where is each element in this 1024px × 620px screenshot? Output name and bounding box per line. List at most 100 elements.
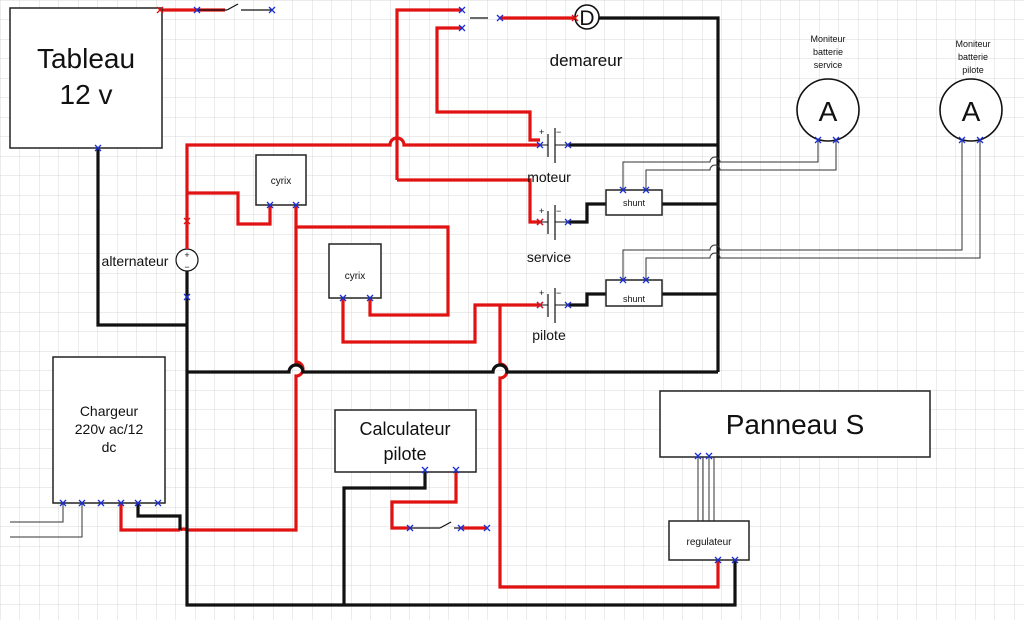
cyrix-1: cyrix (255, 154, 307, 206)
connector-marker (183, 217, 191, 225)
svg-text:pilote: pilote (962, 65, 984, 75)
connector-marker (154, 499, 162, 507)
connector-marker (731, 556, 739, 564)
connector-marker (457, 524, 465, 532)
pilot-switch (410, 521, 461, 529)
starter-motor-icon (574, 4, 600, 30)
connector-marker (496, 14, 504, 22)
connector-markers (59, 6, 984, 564)
calculateur-line-1: Calculateur (359, 419, 450, 439)
cyrix-1-label: cyrix (271, 176, 292, 187)
chargeur: Chargeur 220v ac/12 dc (52, 356, 166, 504)
cyrix-2: cyrix (328, 243, 382, 299)
tableau-12v: Tableau 12 v (9, 7, 163, 149)
connector-marker (452, 466, 460, 474)
moteur-label: moteur (527, 169, 571, 185)
svg-text:Moniteur: Moniteur (955, 39, 990, 49)
svg-text:+: + (184, 250, 189, 260)
connector-marker (266, 201, 274, 209)
connector-marker (642, 276, 650, 284)
ammeter-icon (939, 78, 1003, 142)
connector-marker (814, 136, 822, 144)
svg-text:+: + (539, 288, 544, 298)
connector-marker (564, 301, 572, 309)
connector-marker (97, 499, 105, 507)
connector-marker (366, 294, 374, 302)
connector-marker (571, 14, 579, 22)
connector-marker (183, 293, 191, 301)
connector-marker (619, 186, 627, 194)
svg-text:batterie: batterie (958, 52, 988, 62)
connector-marker (705, 452, 713, 460)
panneau-label: Panneau S (726, 409, 865, 440)
connector-marker (619, 276, 627, 284)
shunt-service-label: shunt (623, 198, 646, 208)
shunt-pilote-label: shunt (623, 294, 646, 304)
connector-marker (193, 6, 201, 14)
connector-marker (421, 466, 429, 474)
svg-text:A: A (819, 96, 838, 127)
signal-wires (10, 140, 981, 538)
battery-moteur: + − moteur (527, 127, 571, 185)
connector-marker (832, 136, 840, 144)
demarreur: D demareur (550, 4, 623, 70)
moniteur-service: Moniteur batterie service A (796, 34, 860, 142)
regulateur: regulateur (668, 520, 750, 561)
shunt-pilote: shunt (605, 279, 663, 307)
main-switch (197, 3, 272, 11)
connector-marker (536, 218, 544, 226)
battery-service: + − service (527, 205, 572, 265)
shunt-service: shunt (605, 189, 663, 216)
connector-marker (156, 6, 164, 14)
connector-marker (536, 301, 544, 309)
svg-text:service: service (814, 60, 843, 70)
positive-wires (119, 8, 720, 589)
connector-marker (483, 524, 491, 532)
connector-marker (714, 556, 722, 564)
pilote-label: pilote (532, 327, 566, 343)
connector-marker (564, 218, 572, 226)
svg-text:A: A (962, 96, 981, 127)
demarreur-label: demareur (550, 51, 623, 70)
connector-marker (458, 24, 466, 32)
connector-marker (642, 186, 650, 194)
svg-text:D: D (579, 7, 594, 30)
chargeur-line-2: 220v ac/12 (75, 421, 144, 437)
connector-marker (268, 6, 276, 14)
chargeur-line-1: Chargeur (80, 403, 139, 419)
connector-marker (564, 141, 572, 149)
connector-marker (694, 452, 702, 460)
chargeur-line-3: dc (102, 439, 117, 455)
regulateur-label: regulateur (686, 537, 732, 548)
calculateur-line-2: pilote (383, 444, 426, 464)
svg-text:−: − (556, 288, 561, 298)
connector-marker (339, 294, 347, 302)
service-label: service (527, 249, 572, 265)
connector-marker (406, 524, 414, 532)
connector-marker (976, 136, 984, 144)
connector-marker (59, 499, 67, 507)
connector-marker (117, 499, 125, 507)
cyrix-2-label: cyrix (345, 271, 366, 282)
calculateur-pilote: Calculateur pilote (334, 409, 477, 473)
connector-marker (958, 136, 966, 144)
svg-text:Moniteur: Moniteur (810, 34, 845, 44)
tableau-title: Tableau (37, 43, 135, 74)
svg-text:+: + (539, 127, 544, 137)
connector-marker (536, 141, 544, 149)
moniteur-pilote: Moniteur batterie pilote A (939, 39, 1003, 142)
alternateur-label: alternateur (102, 253, 169, 269)
tableau-voltage: 12 v (60, 79, 113, 110)
svg-text:batterie: batterie (813, 47, 843, 57)
connector-marker (458, 6, 466, 14)
connector-marker (94, 144, 102, 152)
svg-text:−: − (556, 127, 561, 137)
svg-text:−: − (556, 206, 561, 216)
svg-text:+: + (539, 206, 544, 216)
battery-pilote: + − pilote (532, 288, 568, 343)
ammeter-icon (796, 78, 860, 142)
svg-text:−: − (184, 262, 189, 272)
negative-wires (96, 16, 737, 607)
panneau-solaire: Panneau S (659, 390, 931, 458)
